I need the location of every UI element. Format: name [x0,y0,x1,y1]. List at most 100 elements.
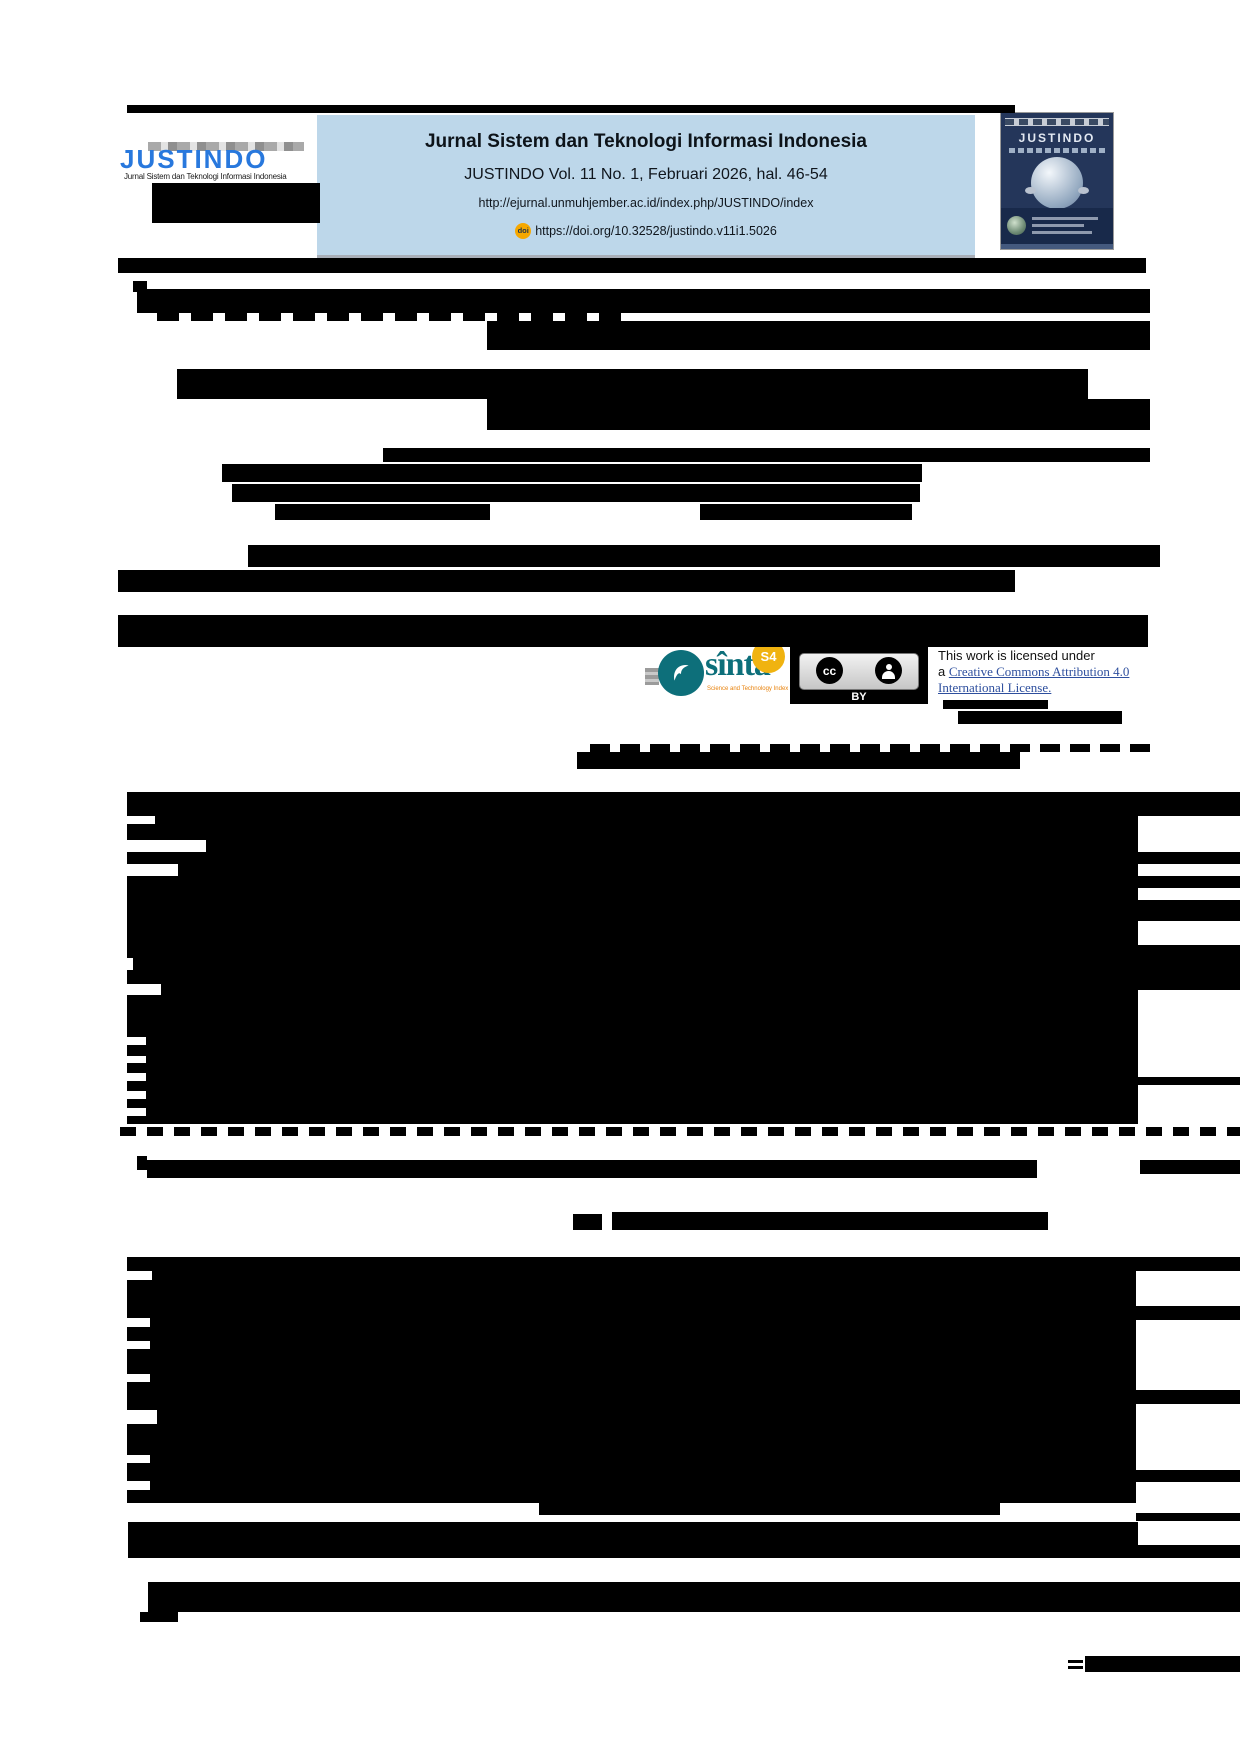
license-line-1: This work is licensed under [938,648,1095,663]
redaction-bar [1085,1656,1240,1672]
sinta-pixel-fragment [645,668,659,685]
redaction-bar [1128,1470,1240,1482]
redaction-bar [1130,945,1240,990]
justindo-logo: JUSTINDO [120,144,268,174]
redaction-bar [127,1257,1136,1503]
cover-globe-graphic [1025,157,1089,209]
license-line-3: International License. [938,680,1130,696]
redaction-bar [1068,1660,1083,1663]
redaction-bar [232,484,920,502]
redaction-bar [147,1160,1037,1178]
redaction-bar [275,504,490,520]
redaction-bar [958,711,1122,724]
redaction-bar [148,1582,1240,1612]
redaction-bar [1128,1390,1240,1404]
redaction-bar [612,1212,1048,1230]
redaction-bar [127,792,1138,1124]
license-statement: This work is licensed under a Creative C… [938,648,1130,696]
redaction-bar [128,1522,1138,1558]
redaction-bar [177,369,1088,399]
cover-bottom-strip [1001,244,1113,249]
redaction-bar [1130,792,1240,816]
redaction-bar [700,504,912,520]
redaction-bar [1128,1306,1240,1320]
cover-subtitle-strip [1009,148,1105,153]
sinta-bird-icon [658,650,704,696]
sinta-tagline: Science and Technology Index [707,686,789,692]
cover-text-line [1032,224,1084,227]
redaction-bar [1140,1160,1240,1174]
redaction-gap [127,1341,150,1349]
redaction-dash-row [120,1127,1240,1136]
redaction-gap [127,984,161,995]
redaction-bar [383,448,1150,462]
cc-badge-inner: cc [799,653,919,690]
logo-tagline: Jurnal Sistem dan Teknologi Informasi In… [124,172,287,181]
redaction-bar [1130,1077,1240,1085]
redaction-gap [127,1410,157,1424]
cover-text-line [1032,231,1092,234]
redaction-bar [1136,1545,1240,1558]
cc-license-link[interactable]: Creative Commons Attribution 4.0 [948,664,1130,679]
mouse-icon [1078,187,1089,194]
redaction-bar [127,105,1015,113]
redaction-gap [127,1318,150,1327]
cover-bottom-band [1001,208,1113,244]
redaction-bar [137,289,1150,313]
redaction-bar [487,399,1150,430]
cc-by-badge[interactable]: cc BY [790,646,928,704]
redaction-bar [118,570,1015,592]
redaction-bar [133,281,147,292]
cc-by-label: BY [851,691,867,703]
journal-volume-line: JUSTINDO Vol. 11 No. 1, Februari 2026, h… [464,165,828,183]
journal-url[interactable]: http://ejurnal.unmuhjember.ac.id/index.p… [478,196,814,211]
redaction-gap [127,1455,150,1463]
redaction-gap [127,1374,150,1382]
journal-title: Jurnal Sistem dan Teknologi Informasi In… [424,131,867,153]
university-logo-icon [1007,216,1026,235]
redaction-bar [1130,900,1240,921]
doi-url[interactable]: https://doi.org/10.32528/justindo.v11i1.… [535,223,777,238]
cc-license-link[interactable]: International License. [938,680,1052,695]
redaction-bar [573,1214,602,1230]
redaction-gap [127,1037,146,1045]
cover-text-line [1032,217,1098,220]
redaction-bar [152,183,320,223]
redaction-gap [127,1091,146,1099]
redaction-gap [127,864,178,876]
redaction-bar [943,700,1048,709]
journal-header-box: Jurnal Sistem dan Teknologi Informasi In… [317,115,975,260]
redaction-gap [127,1073,146,1081]
redaction-bar [1136,1257,1240,1271]
redaction-bar [539,1503,1000,1515]
person-icon [875,657,902,684]
redaction-gap [127,1056,146,1063]
redaction-bar [248,545,1160,567]
redaction-gap [127,958,133,970]
redaction-bar [577,752,1020,769]
redaction-bar [1130,852,1240,864]
redaction-gap [127,816,155,824]
redaction-bar [1068,1666,1083,1669]
logo-redacted-pixels [148,142,304,151]
sinta-logo[interactable]: sînta Science and Technology Index S4 [645,640,795,708]
journal-cover-thumbnail: JUSTINDO [1000,112,1114,250]
cover-title: JUSTINDO [1018,131,1096,145]
redaction-gap [127,840,206,852]
cc-icon: cc [816,657,843,684]
redaction-bar [222,464,922,482]
redaction-bar [140,1612,178,1622]
redaction-gap [127,1108,146,1116]
redaction-bar [1130,876,1240,888]
doi-icon: doi [515,222,532,239]
license-line-2: a Creative Commons Attribution 4.0 [938,664,1130,679]
redaction-gap [127,1271,152,1280]
mouse-icon [1025,187,1036,194]
redaction-bar [118,615,1148,647]
redaction-gap [127,1481,150,1490]
doi-row: doi https://doi.org/10.32528/justindo.v1… [515,222,777,239]
cover-top-strip [1005,118,1109,126]
redaction-dash-row [590,744,1160,752]
redaction-bar [118,258,1146,273]
